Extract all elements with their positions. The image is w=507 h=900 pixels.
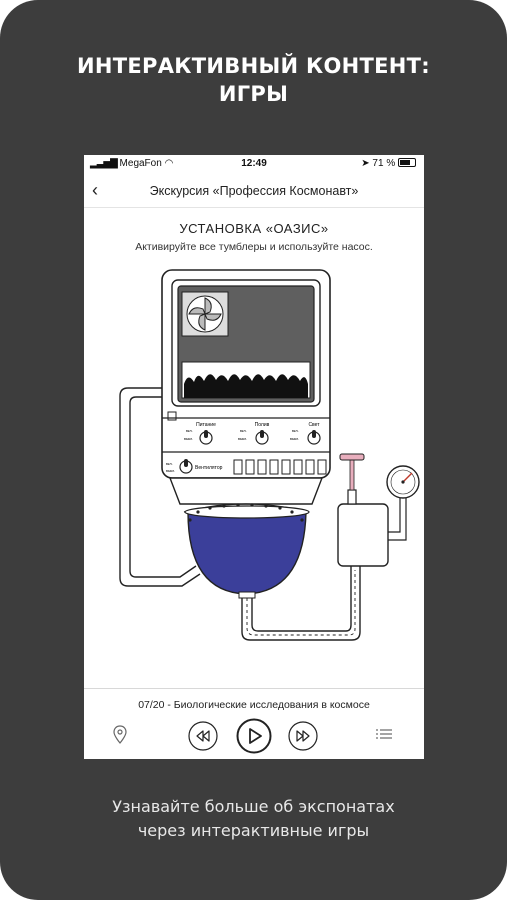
switch-power[interactable]: Питание вкл. выкл.: [184, 422, 216, 445]
map-pin-icon[interactable]: [112, 725, 128, 745]
pump-handle[interactable]: [339, 453, 365, 461]
game-instruction: Активируйте все тумблеры и используйте н…: [135, 241, 373, 253]
battery-icon: [398, 158, 416, 167]
switch-label-power: Питание: [196, 422, 216, 428]
nav-title: Экскурсия «Профессия Космонавт»: [149, 184, 359, 198]
headline-line-1: ИНТЕРАКТИВНЫЙ КОНТЕНТ:: [77, 54, 430, 78]
water-tank-bowl: [184, 503, 310, 599]
carrier: ▂▃▅▇ MegaFon ◠: [90, 158, 173, 169]
status-bar: ▂▃▅▇ MegaFon ◠ 12:49 ➤ 71 %: [84, 155, 424, 173]
left-water-pipe: [119, 387, 201, 587]
play-icon[interactable]: [236, 718, 272, 754]
svg-text:выкл.: выкл.: [238, 437, 247, 441]
oasis-game-scene: Питание вкл. выкл. Полив вкл. выкл. Свет…: [119, 269, 420, 641]
caption-line-2: через интерактивные игры: [137, 821, 370, 840]
svg-text:вкл.: вкл.: [240, 429, 247, 433]
switch-label-light: Свет: [308, 422, 320, 428]
pump[interactable]: [337, 453, 420, 567]
headline-line-2: ИГРЫ: [218, 82, 289, 106]
signal-icon: ▂▃▅▇: [90, 158, 118, 169]
svg-text:вкл.: вкл.: [292, 429, 299, 433]
status-time: 12:49: [241, 158, 267, 169]
switch-light[interactable]: Свет вкл. выкл.: [290, 422, 321, 445]
chevron-left-icon[interactable]: ‹: [92, 180, 98, 200]
bottom-water-pipe: [241, 566, 361, 641]
svg-text:вкл.: вкл.: [166, 462, 173, 466]
svg-text:вкл.: вкл.: [186, 429, 193, 433]
fan-switch-label: Вентилятор: [195, 465, 223, 471]
game-title: УСТАНОВКА «ОАЗИС»: [179, 221, 329, 236]
switch-fan[interactable]: вкл. выкл. Вентилятор: [166, 459, 223, 474]
rewind-icon[interactable]: [188, 721, 218, 751]
pump-rod[interactable]: [349, 459, 355, 491]
carrier-name: MegaFon: [119, 158, 162, 169]
track-title: 07/20 - Биологические исследования в кос…: [138, 699, 370, 711]
switch-watering[interactable]: Полив вкл. выкл.: [238, 422, 270, 445]
promo-caption: Узнавайте больше об экспонатах через инт…: [0, 795, 507, 843]
svg-text:выкл.: выкл.: [166, 469, 175, 473]
switch-label-watering: Полив: [255, 422, 270, 428]
caption-line-1: Узнавайте больше об экспонатах: [112, 797, 395, 816]
battery-percent: 71 %: [372, 158, 396, 169]
fast-forward-icon[interactable]: [288, 721, 318, 751]
vent-grille: [233, 459, 327, 475]
plants-silhouette: [184, 374, 308, 398]
navbar: ‹ Экскурсия «Профессия Космонавт»: [84, 175, 424, 208]
location-arrow-icon: ➤: [361, 158, 370, 169]
audio-player: 07/20 - Биологические исследования в кос…: [84, 688, 424, 760]
wifi-icon: ◠: [164, 158, 174, 169]
svg-text:выкл.: выкл.: [184, 437, 193, 441]
oasis-unit: Питание вкл. выкл. Полив вкл. выкл. Свет…: [161, 269, 331, 513]
svg-text:выкл.: выкл.: [290, 437, 299, 441]
promo-headline: ИНТЕРАКТИВНЫЙ КОНТЕНТ: ИГРЫ: [0, 52, 507, 108]
phone-screen: ▂▃▅▇ MegaFon ◠ 12:49 ➤ 71 % ‹ Экскурсия …: [84, 155, 424, 759]
playlist-icon[interactable]: [376, 728, 392, 742]
status-right: ➤ 71 %: [361, 158, 416, 169]
